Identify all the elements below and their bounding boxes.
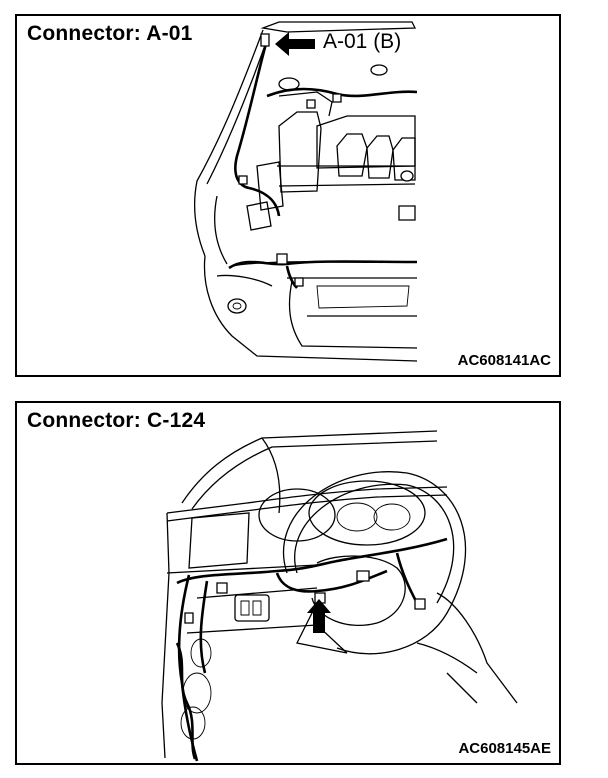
panel-c-title: Connector: C-124 [27,409,206,432]
panel-a-figure-code: AC608141AC [457,352,551,369]
dashboard-panel: Connector: C-124 AC608145AE [15,401,561,765]
dashboard-illustration [17,403,559,763]
panel-a-title: Connector: A-01 [27,22,193,45]
engine-bay-panel: Connector: A-01 A-01 (B) AC608141AC [15,14,561,377]
panel-c-figure-code: AC608145AE [458,740,551,757]
connector-callout-label: A-01 (B) [323,30,402,53]
arrow-left-icon [275,32,315,56]
engine-bay-illustration [17,16,559,375]
arrow-up-icon [307,599,331,633]
